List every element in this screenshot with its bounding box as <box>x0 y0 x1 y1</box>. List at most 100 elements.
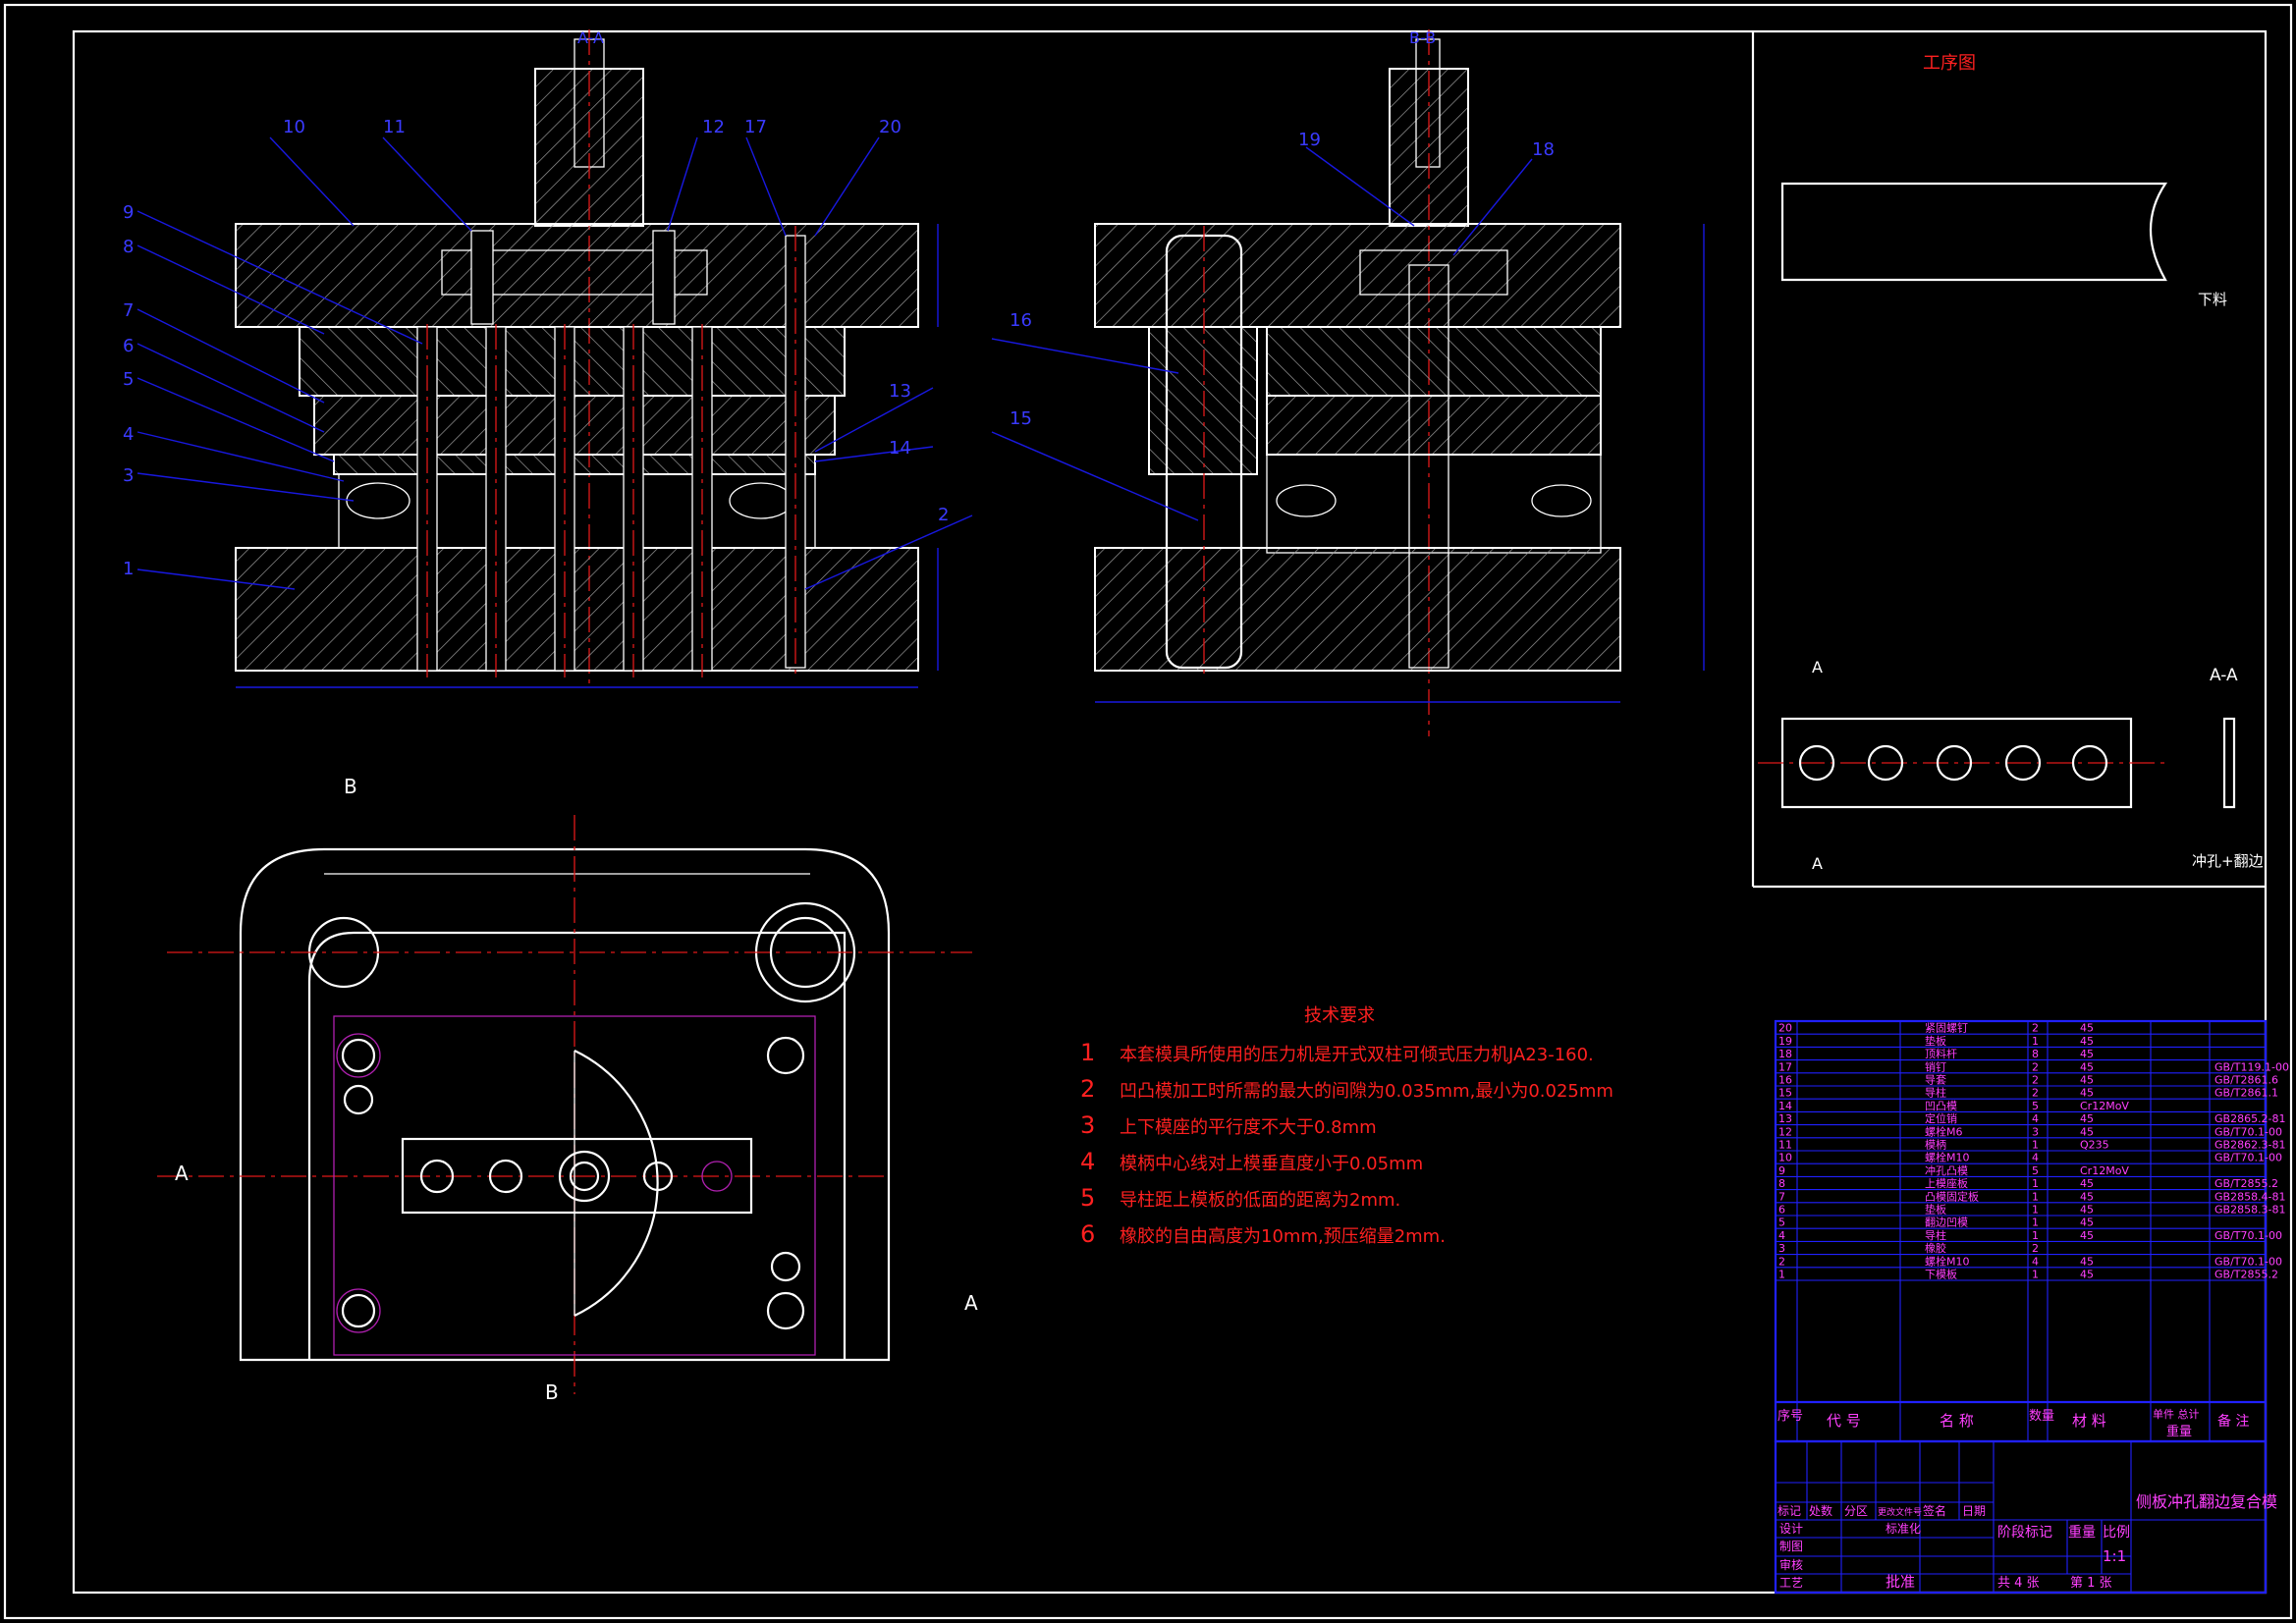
bom-header-note: 备 注 <box>2217 1413 2249 1430</box>
process-title: 工序图 <box>1923 53 1976 74</box>
bom-cell-name: 模柄 <box>1925 1139 1946 1152</box>
front-section-view: A-A <box>137 28 973 688</box>
bom-cell-std: GB/T2855.2 <box>2214 1177 2278 1190</box>
bom-cell-name: 导套 <box>1925 1074 1946 1087</box>
tech-item-2: 凹凸模加工时所需的最大的间隙为0.035mm,最小为0.025mm <box>1120 1081 1613 1102</box>
bom-cell-name: 下模板 <box>1925 1268 1957 1281</box>
part-label-18: 18 <box>1532 139 1555 160</box>
bom-cell-name: 垫板 <box>1925 1203 1946 1217</box>
part-label-12: 12 <box>702 117 725 137</box>
label-a-sec-bottom: A <box>1812 854 1823 873</box>
tech-item-6-num: 6 <box>1080 1220 1095 1248</box>
bom-cell-mat: 45 <box>2080 1112 2094 1125</box>
bom-cell-mat: 45 <box>2080 1190 2094 1203</box>
bom-cell-no: 17 <box>1778 1060 1792 1073</box>
label-b-b-top: B-B <box>1409 28 1436 47</box>
label-a-right: A <box>964 1291 978 1315</box>
bom-cell-std: GB2858.4-81 <box>2214 1190 2286 1203</box>
bom-cell-qty: 8 <box>2032 1048 2039 1060</box>
bom-cell-no: 20 <box>1778 1022 1792 1035</box>
tb-scale-label: 比例 <box>2103 1525 2130 1541</box>
bom-header-weight: 重量 <box>2166 1424 2192 1439</box>
bom-cell-std: GB/T70.1-00 <box>2214 1125 2282 1138</box>
part-label-5: 5 <box>123 369 134 390</box>
bom-row: 20 紧固螺钉 2 45 <box>1778 1022 2094 1035</box>
label-a-left: A <box>175 1162 189 1185</box>
bom-header-unit: 单件 总计 <box>2153 1407 2200 1421</box>
bom-cell-mat: 45 <box>2080 1177 2094 1190</box>
part-label-9: 9 <box>123 202 134 223</box>
part-label-16: 16 <box>1010 310 1032 331</box>
tb-count: 处数 <box>1809 1503 1832 1518</box>
tb-doc: 更改文件号 <box>1878 1506 1922 1518</box>
bom-cell-no: 4 <box>1778 1229 1785 1242</box>
part-label-19: 19 <box>1298 130 1321 150</box>
tech-item-1-num: 1 <box>1080 1039 1095 1066</box>
bom-cell-no: 7 <box>1778 1190 1785 1203</box>
process-step2-label: 冲孔+翻边 <box>2192 852 2264 870</box>
label-b-bottom: B <box>545 1380 559 1404</box>
bom-cell-qty: 2 <box>2032 1074 2039 1087</box>
bom-cell-std: GB/T70.1-00 <box>2214 1255 2282 1268</box>
bom-cell-no: 14 <box>1778 1100 1792 1112</box>
tb-draw: 制图 <box>1779 1540 1803 1553</box>
tech-requirements: 技术要求 1 本套模具所使用的压力机是开式双柱可倾式压力机JA23-160. 2… <box>1080 1005 1613 1248</box>
bom-header-name: 名 称 <box>1940 1412 1974 1430</box>
bom-cell-no: 11 <box>1778 1139 1792 1152</box>
inner-border <box>72 29 2268 1595</box>
bom-cell-std: GB2862.3-81 <box>2214 1139 2286 1152</box>
bom-cell-qty: 5 <box>2032 1164 2039 1177</box>
tech-item-3-num: 3 <box>1080 1111 1095 1139</box>
bom-cell-no: 16 <box>1778 1074 1792 1087</box>
bom-cell-mat: 45 <box>2080 1035 2094 1048</box>
bom-header-seq: 序号 <box>1777 1409 1803 1424</box>
bom-cell-qty: 2 <box>2032 1022 2039 1035</box>
tb-scale: 1:1 <box>2103 1547 2126 1565</box>
part-label-4: 4 <box>123 424 134 445</box>
tb-sheets: 共 4 张 <box>1997 1576 2040 1591</box>
process-step1-label: 下料 <box>2198 291 2227 308</box>
tech-item-4-num: 4 <box>1080 1148 1095 1175</box>
drawing-name: 侧板冲孔翻边复合模 <box>2136 1492 2277 1511</box>
part-label-3: 3 <box>123 465 134 486</box>
bom-cell-no: 19 <box>1778 1035 1792 1048</box>
label-a-sec-top: A <box>1812 658 1823 676</box>
part-label-10: 10 <box>283 117 305 137</box>
tb-mark: 标记 <box>1777 1504 1801 1518</box>
bom-cell-no: 10 <box>1778 1152 1792 1164</box>
part-label-14: 14 <box>889 438 911 459</box>
part-label-1: 1 <box>123 559 134 579</box>
tech-item-4: 模柄中心线对上模垂直度小于0.05mm <box>1120 1154 1423 1174</box>
bom-cell-name: 螺栓M10 <box>1925 1151 1970 1164</box>
bom-cell-name: 凸模固定板 <box>1925 1189 1979 1203</box>
outer-border <box>3 3 2293 1620</box>
bom-cell-name: 冲孔凸模 <box>1925 1163 1968 1177</box>
bom-cell-name: 垫板 <box>1925 1034 1946 1048</box>
bom-cell-name: 螺栓M10 <box>1925 1254 1970 1268</box>
bom-cell-name: 翻边凹模 <box>1925 1216 1968 1229</box>
bom-cell-name: 紧固螺钉 <box>1925 1022 1968 1035</box>
tb-design: 设计 <box>1779 1522 1803 1536</box>
tb-sheet-no: 第 1 张 <box>2070 1576 2112 1591</box>
bom-cell-no: 8 <box>1778 1177 1785 1190</box>
bom-header-mat: 材 料 <box>2072 1412 2106 1430</box>
part-label-15: 15 <box>1010 408 1032 429</box>
tech-item-5-num: 5 <box>1080 1184 1095 1212</box>
bom-cell-mat: 45 <box>2080 1022 2094 1035</box>
tb-date: 日期 <box>1962 1504 1986 1518</box>
bom-cell-no: 6 <box>1778 1204 1785 1217</box>
plan-view: B B A A <box>157 775 978 1404</box>
bom-header-code: 代 号 <box>1827 1412 1861 1430</box>
bom-cell-no: 1 <box>1778 1269 1785 1281</box>
